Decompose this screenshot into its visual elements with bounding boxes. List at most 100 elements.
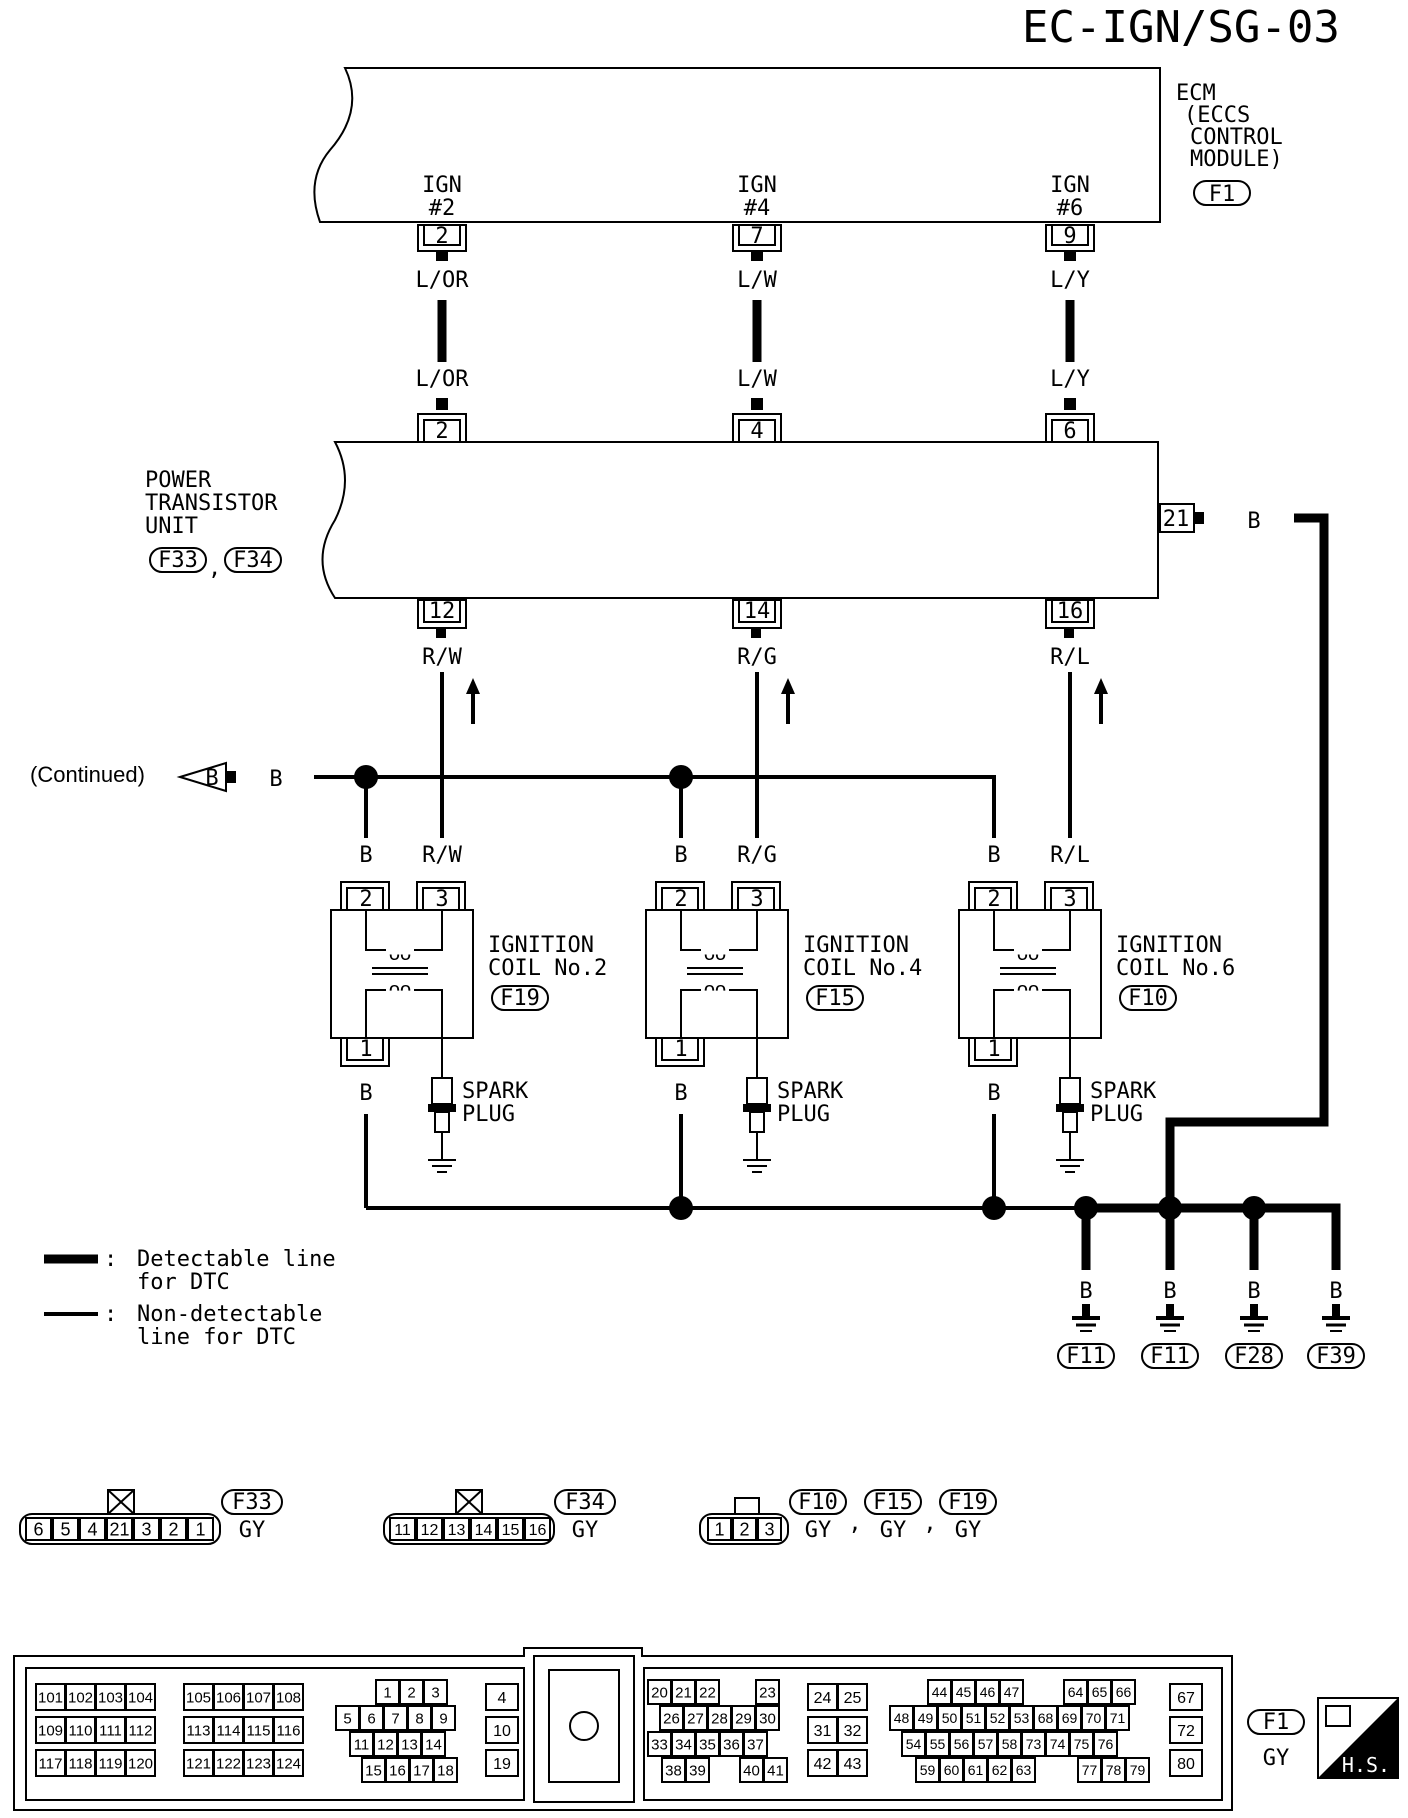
connector-pin-label: 63: [1016, 1762, 1032, 1778]
svg-text:1: 1: [674, 1037, 687, 1062]
connector-pin-label: 76: [1098, 1736, 1114, 1752]
connector-pin-label: 56: [954, 1736, 970, 1752]
svg-text:F11: F11: [1150, 1344, 1190, 1369]
svg-text:3: 3: [1063, 887, 1076, 912]
connector-pin-label: 12: [377, 1736, 394, 1753]
svg-text:IGN: IGN: [422, 173, 462, 198]
connector-pin-label: 39: [689, 1762, 706, 1779]
connector-cell: [485, 1716, 519, 1744]
ground-f11-a: B F11: [1057, 1279, 1115, 1369]
svg-text:COIL No.6: COIL No.6: [1116, 956, 1235, 981]
connector-cell: [25, 1517, 52, 1541]
connector-pin-label: 36: [723, 1736, 740, 1753]
connector-pin-label: 16: [389, 1762, 406, 1779]
svg-text:ᴗᴗ: ᴗᴗ: [389, 943, 411, 965]
svg-text:B: B: [1329, 1279, 1342, 1304]
connector-pin-label: 24: [814, 1690, 832, 1707]
wire-label-lor-top: L/OR: [416, 268, 470, 293]
connector-pin-label: 80: [1177, 1756, 1195, 1773]
svg-text:R/W: R/W: [422, 843, 462, 868]
spark-plug-label: SPARK: [1090, 1079, 1157, 1104]
connector-pin-label: 19: [493, 1756, 511, 1773]
connector-cell: [755, 1679, 780, 1705]
connector-pin-label: 35: [699, 1736, 716, 1753]
svg-text:9: 9: [1063, 224, 1076, 249]
connector-pin-label: 112: [129, 1722, 153, 1739]
svg-text:ᴗᴗ: ᴗᴗ: [704, 943, 726, 965]
svg-text:ᴖᴖ: ᴖᴖ: [1017, 979, 1039, 1001]
connector-pin-label: 118: [69, 1755, 93, 1772]
connector-pin-label: 26: [663, 1710, 680, 1727]
connector-pin-label: 1: [714, 1519, 724, 1539]
svg-text:R/G: R/G: [737, 843, 777, 868]
connector-pin-label: 9: [439, 1710, 447, 1727]
svg-text:GY: GY: [805, 1518, 832, 1543]
connector-pin-label: 108: [276, 1689, 301, 1706]
connector-cell: [125, 1716, 156, 1744]
connector-pin-label: 107: [246, 1689, 271, 1706]
connector-pin-label: 71: [1110, 1710, 1126, 1726]
connector-pin-label: 30: [759, 1710, 776, 1727]
power-transistor-label: POWER TRANSISTOR UNIT: [145, 468, 278, 539]
connector-pin-label: 115: [247, 1722, 271, 1739]
svg-text:3: 3: [435, 887, 448, 912]
connector-pin-label: 5: [343, 1710, 351, 1727]
svg-text:F1: F1: [1263, 1710, 1290, 1735]
connector-pin-label: 1: [383, 1684, 391, 1701]
connector-pin-label: 117: [39, 1755, 63, 1772]
ptu-tag-separator: ,: [208, 556, 221, 581]
svg-text:ᴖᴖ: ᴖᴖ: [704, 979, 726, 1001]
connector-pin-label: 54: [906, 1736, 922, 1752]
connector-pin-label: 57: [978, 1736, 994, 1752]
connector-cell: [423, 1679, 448, 1705]
connector-pin-label: 27: [687, 1710, 704, 1727]
wire-label-rw-top: R/W: [422, 645, 462, 670]
svg-text:B: B: [1079, 1279, 1092, 1304]
continued-label: (Continued): [30, 762, 145, 787]
svg-text:2: 2: [987, 887, 1000, 912]
spark-plug-icon: [1056, 1077, 1084, 1173]
connector-cell: [160, 1517, 187, 1541]
connector-pin-label: 74: [1050, 1736, 1066, 1752]
svg-text::: :: [104, 1302, 117, 1327]
svg-text:ᴗᴗ: ᴗᴗ: [1017, 943, 1039, 965]
connector-pin-label: 109: [38, 1722, 63, 1739]
connector-cell: [1111, 1679, 1136, 1705]
svg-text:IGNITION: IGNITION: [1116, 933, 1222, 958]
svg-text:TRANSISTOR: TRANSISTOR: [145, 491, 278, 516]
connector-pin-label: 72: [1177, 1723, 1195, 1740]
connector-pin-label: 15: [365, 1762, 382, 1779]
connector-pin-label: 114: [217, 1722, 241, 1739]
connector-cell: [743, 1731, 768, 1757]
svg-text:#2: #2: [429, 196, 456, 221]
connector-pin-label: 78: [1106, 1762, 1122, 1778]
connector-pin-label: 113: [187, 1722, 211, 1739]
svg-text:2: 2: [674, 887, 687, 912]
connector-cell: [755, 1705, 780, 1731]
svg-text:7: 7: [750, 224, 763, 249]
connector-pin-label: 3: [431, 1684, 439, 1701]
connector-pin-label: 21: [675, 1684, 692, 1701]
connector-pin-label: 45: [956, 1684, 972, 1700]
connector-cell: [837, 1683, 868, 1711]
connector-pin-label: 122: [216, 1755, 241, 1772]
svg-text:MODULE): MODULE): [1190, 147, 1283, 172]
svg-text:GY: GY: [239, 1518, 266, 1543]
connector-cell: [106, 1517, 133, 1541]
wire-ptu-ground: [1165, 513, 1329, 1208]
connector-pin-label: 60: [944, 1762, 960, 1778]
svg-text:14: 14: [744, 599, 771, 624]
svg-text:F10: F10: [798, 1490, 838, 1515]
connector-pin-label: 61: [968, 1762, 984, 1778]
svg-text:R/L: R/L: [1050, 843, 1090, 868]
ecm-pin-box-2: 2: [417, 224, 467, 252]
svg-text:,: ,: [923, 1511, 936, 1536]
connector-pin-label: 55: [930, 1736, 946, 1752]
connector-pin-label: 79: [1130, 1762, 1146, 1778]
svg-text:B: B: [359, 843, 372, 868]
ecm-pin-ign2: IGN #2: [422, 173, 462, 221]
connector-cell: [79, 1517, 106, 1541]
svg-text:(ECCS: (ECCS: [1184, 103, 1250, 128]
